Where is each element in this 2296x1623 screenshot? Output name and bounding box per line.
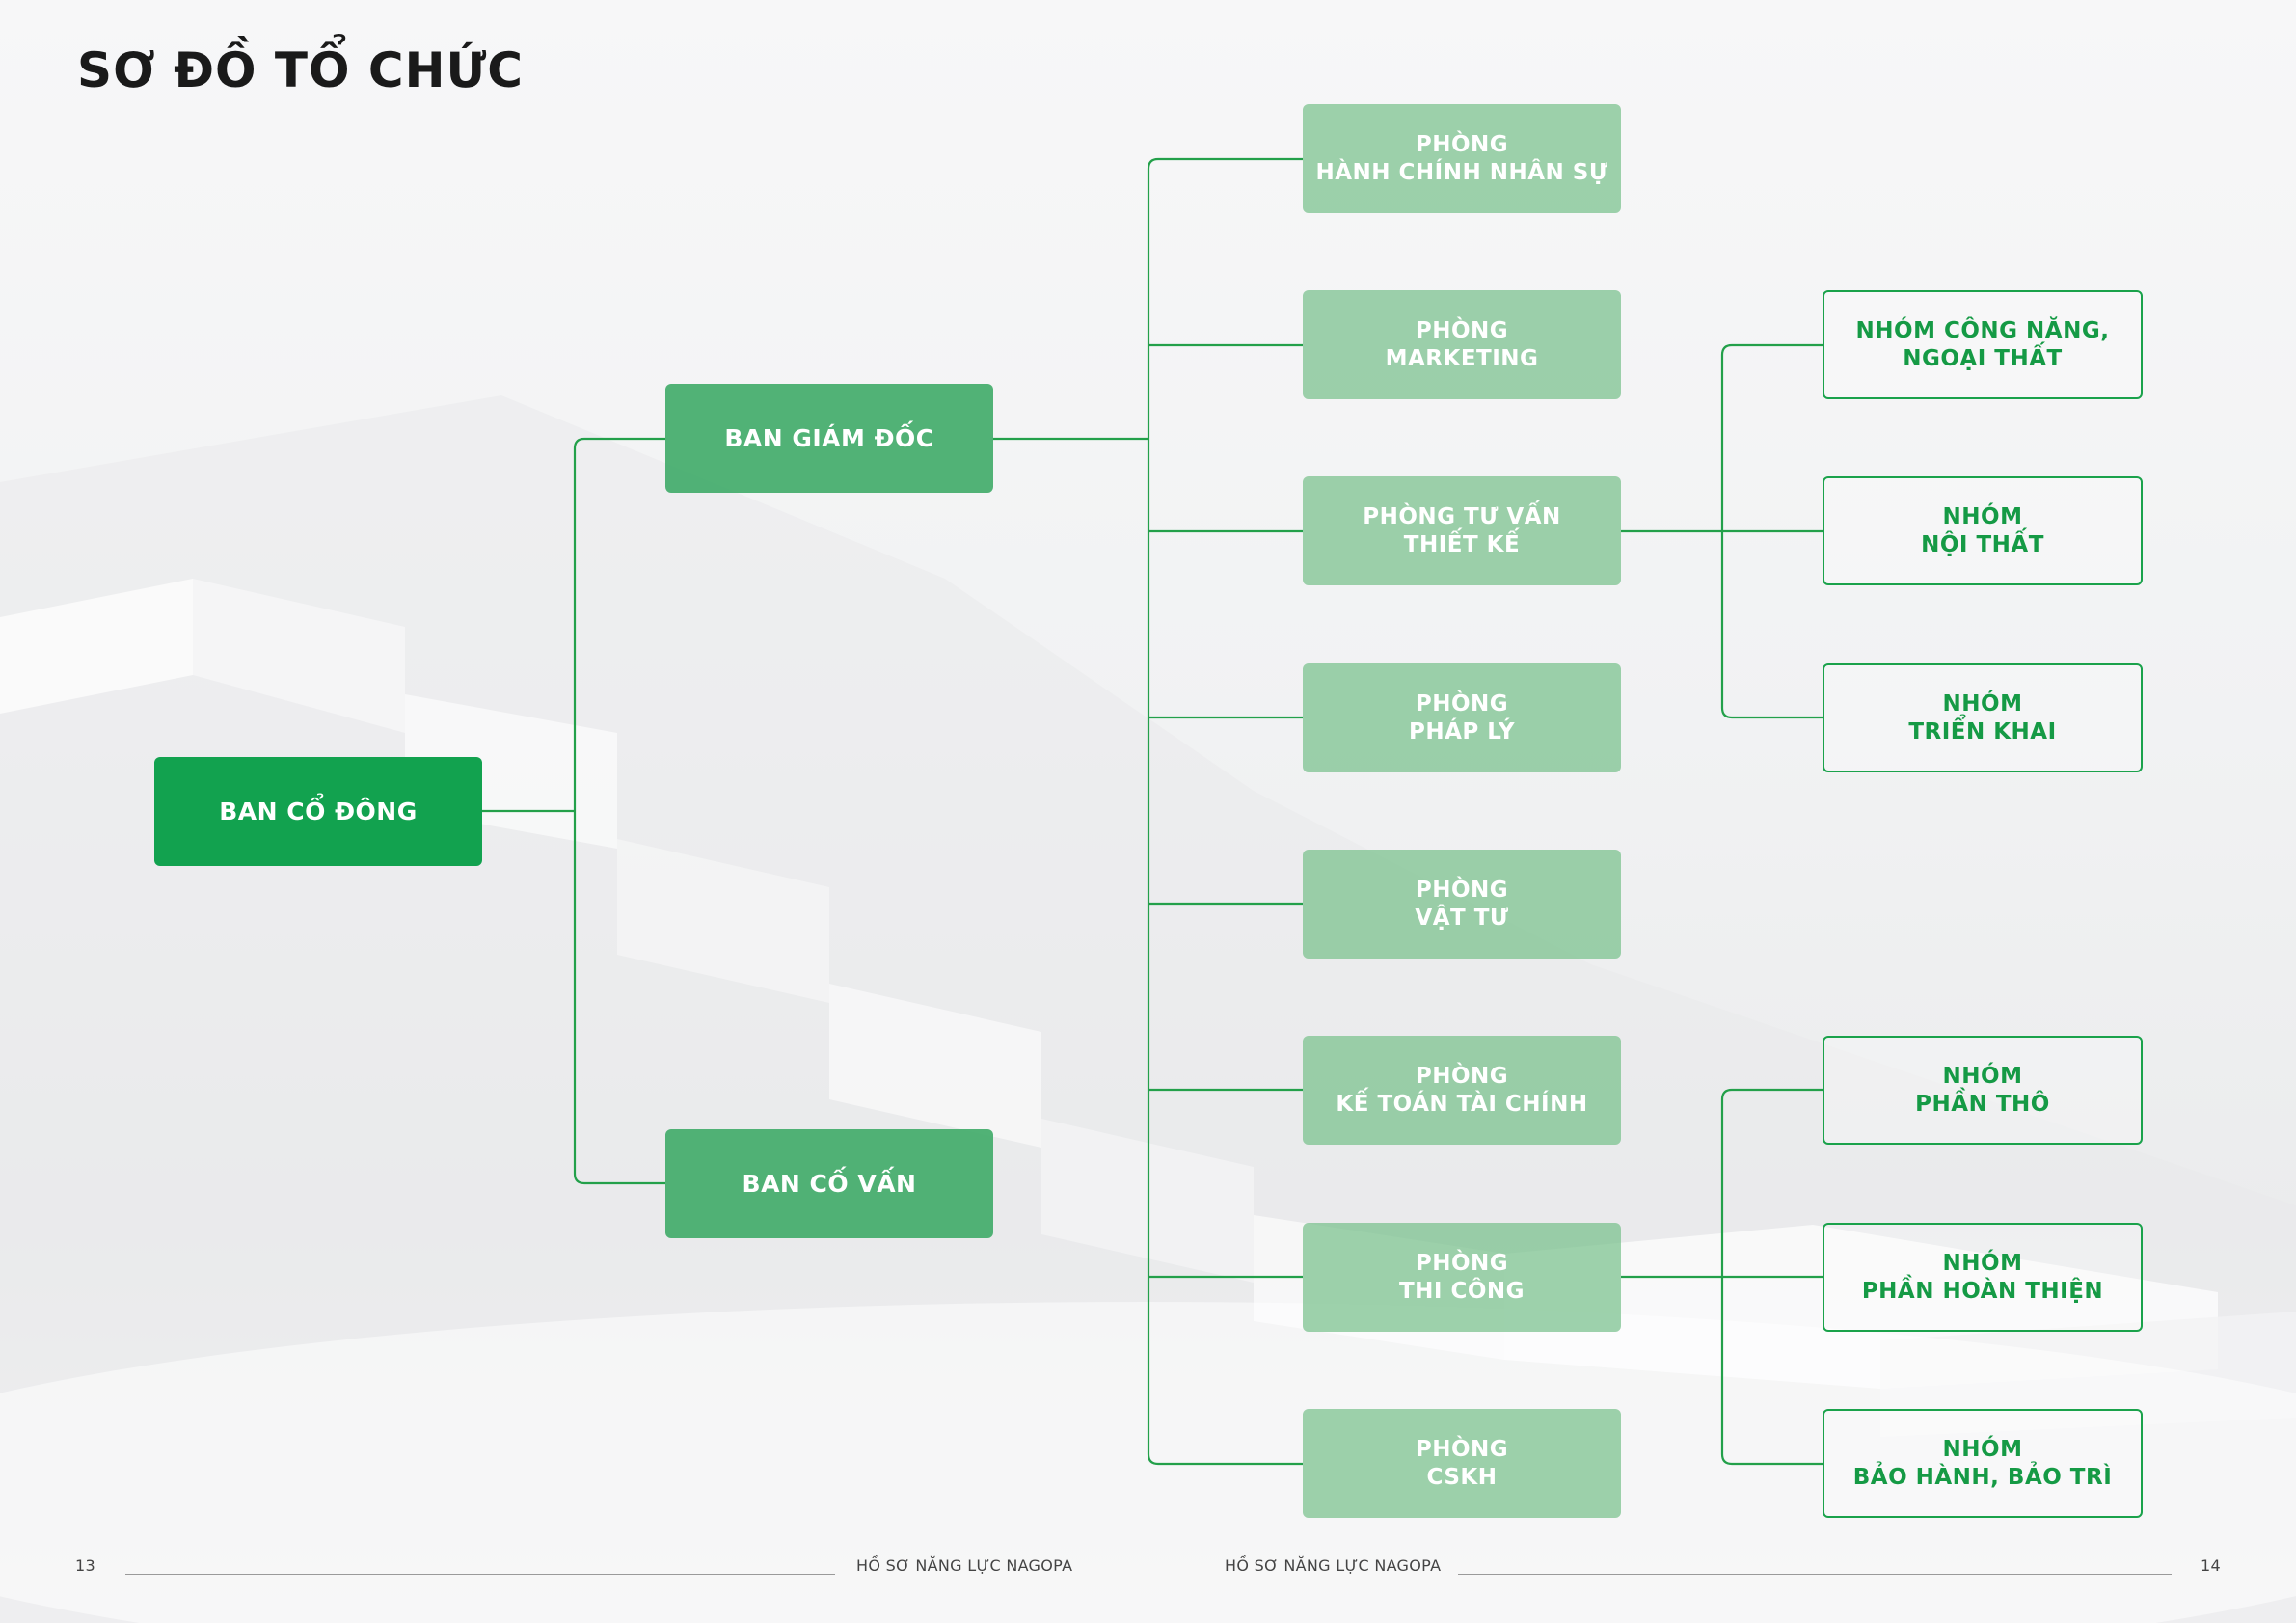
group-label: NHÓM PHẦN THÔ (1915, 1063, 2050, 1117)
group-label: NHÓM NỘI THẤT (1921, 503, 2044, 557)
directors-box: BAN GIÁM ĐỐC (665, 384, 993, 493)
shareholders-label: BAN CỔ ĐÔNG (219, 798, 418, 825)
footer-caption-right: HỒ SƠ NĂNG LỰC NAGOPA (1225, 1556, 1442, 1575)
group-label: NHÓM PHẦN HOÀN THIỆN (1861, 1250, 2104, 1304)
department-supplies-box: PHÒNG VẬT TƯ (1303, 850, 1621, 959)
footer-caption-left: HỒ SƠ NĂNG LỰC NAGOPA (856, 1556, 1073, 1575)
department-design-box: PHÒNG TƯ VẤN THIẾT KẾ (1303, 476, 1621, 585)
group-interior-box: NHÓM NỘI THẤT (1823, 476, 2143, 585)
group-function-exterior-box: NHÓM CÔNG NĂNG, NGOẠI THẤT (1823, 290, 2143, 399)
department-construction-box: PHÒNG THI CÔNG (1303, 1223, 1621, 1332)
footer-divider-left (125, 1574, 835, 1575)
department-legal-box: PHÒNG PHÁP LÝ (1303, 663, 1621, 772)
department-label: PHÒNG CSKH (1415, 1436, 1509, 1490)
department-label: PHÒNG HÀNH CHÍNH NHÂN SỰ (1315, 131, 1608, 185)
group-warranty-box: NHÓM BẢO HÀNH, BẢO TRÌ (1823, 1409, 2143, 1518)
group-label: NHÓM CÔNG NĂNG, NGOẠI THẤT (1855, 317, 2110, 371)
department-label: PHÒNG VẬT TƯ (1415, 877, 1509, 931)
page-title: SƠ ĐỒ TỔ CHỨC (77, 42, 524, 98)
group-implementation-box: NHÓM TRIỂN KHAI (1823, 663, 2143, 772)
department-label: PHÒNG KẾ TOÁN TÀI CHÍNH (1336, 1063, 1588, 1117)
footer-divider-right (1458, 1574, 2172, 1575)
advisors-box: BAN CỐ VẤN (665, 1129, 993, 1238)
page-number-right: 14 (2201, 1556, 2221, 1575)
department-accounting-box: PHÒNG KẾ TOÁN TÀI CHÍNH (1303, 1036, 1621, 1145)
group-finishing-box: NHÓM PHẦN HOÀN THIỆN (1823, 1223, 2143, 1332)
department-customer-care-box: PHÒNG CSKH (1303, 1409, 1621, 1518)
department-label: PHÒNG THI CÔNG (1398, 1250, 1526, 1304)
advisors-label: BAN CỐ VẤN (742, 1170, 917, 1198)
directors-label: BAN GIÁM ĐỐC (724, 424, 934, 452)
department-label: PHÒNG TƯ VẤN THIẾT KẾ (1363, 503, 1561, 557)
page-number-left: 13 (75, 1556, 95, 1575)
department-label: PHÒNG PHÁP LÝ (1409, 690, 1515, 744)
department-hr-box: PHÒNG HÀNH CHÍNH NHÂN SỰ (1303, 104, 1621, 213)
group-label: NHÓM BẢO HÀNH, BẢO TRÌ (1852, 1436, 2113, 1490)
shareholders-box: BAN CỔ ĐÔNG (154, 757, 482, 866)
department-label: PHÒNG MARKETING (1385, 317, 1539, 371)
group-rough-box: NHÓM PHẦN THÔ (1823, 1036, 2143, 1145)
group-label: NHÓM TRIỂN KHAI (1908, 690, 2057, 744)
department-marketing-box: PHÒNG MARKETING (1303, 290, 1621, 399)
